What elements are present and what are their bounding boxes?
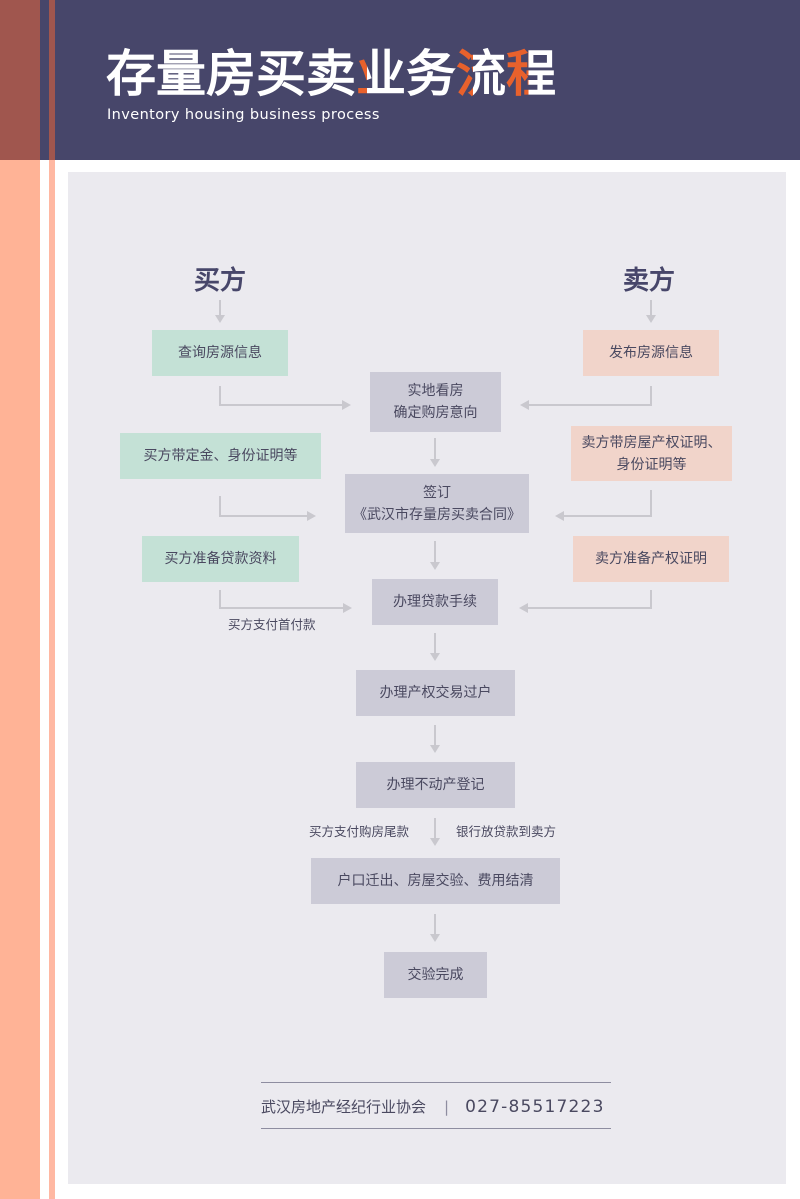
note-down-payment: 买方支付首付款 — [228, 617, 316, 632]
arrow-down-icon — [430, 562, 440, 570]
left-thin-stripe — [49, 0, 55, 1199]
header-banner: 存量房买卖业务流程 Inventory housing business pro… — [0, 0, 800, 160]
connector-line — [434, 818, 436, 839]
buyer-step-search-listings: 查询房源信息 — [152, 330, 288, 376]
center-step-title-transfer: 办理产权交易过户 — [356, 670, 515, 716]
footer-organization: 武汉房地产经纪行业协会 — [261, 1098, 427, 1116]
seller-step-prepare-cert: 卖方准备产权证明 — [573, 536, 729, 582]
connector-line — [564, 515, 652, 517]
step-label: 交验完成 — [407, 967, 464, 983]
title-accent-char: 程 — [506, 44, 556, 103]
arrow-right-icon — [307, 511, 316, 521]
connector-line — [219, 590, 221, 608]
footer-phone: 027-85517223 — [465, 1096, 605, 1117]
connector-line — [219, 607, 343, 609]
connector-line — [219, 300, 221, 316]
center-step-complete: 交验完成 — [384, 952, 487, 998]
header-thin-stripe-overlay — [49, 0, 55, 160]
step-label: 买方准备贷款资料 — [164, 551, 277, 567]
step-label-line2: 确定购房意向 — [393, 405, 478, 421]
arrow-down-icon — [430, 459, 440, 467]
connector-line — [219, 386, 221, 405]
arrow-down-icon — [430, 934, 440, 942]
center-step-handover: 户口迁出、房屋交验、费用结清 — [311, 858, 560, 904]
footer-contact: 武汉房地产经纪行业协会 | 027-85517223 — [261, 1096, 611, 1117]
arrow-down-icon — [430, 838, 440, 846]
step-label: 发布房源信息 — [609, 345, 693, 361]
left-decorative-stripe — [0, 0, 40, 1199]
seller-step-property-cert-id: 卖方带房屋产权证明、 身份证明等 — [571, 426, 732, 481]
step-label: 户口迁出、房屋交验、费用结清 — [337, 873, 534, 889]
step-label-line2: 身份证明等 — [616, 456, 687, 473]
footer-bottom-divider — [261, 1128, 611, 1129]
connector-line — [650, 386, 652, 405]
header-stripe-overlay — [0, 0, 40, 160]
arrow-left-icon — [519, 603, 528, 613]
connector-line — [434, 438, 436, 460]
arrow-down-icon — [215, 315, 225, 323]
connector-line — [650, 590, 652, 608]
center-step-sign-contract: 签订 《武汉市存量房买卖合同》 — [345, 474, 529, 533]
step-label: 办理不动产登记 — [386, 777, 485, 793]
arrow-down-icon — [646, 315, 656, 323]
connector-line — [434, 541, 436, 563]
step-label-line2: 《武汉市存量房买卖合同》 — [353, 506, 521, 523]
center-step-property-registration: 办理不动产登记 — [356, 762, 515, 808]
connector-line — [219, 404, 342, 406]
step-label: 买方带定金、身份证明等 — [143, 448, 298, 464]
title-accent-char: 业 — [356, 44, 406, 103]
connector-line — [529, 404, 652, 406]
title-accent-char: 流 — [456, 44, 506, 103]
arrow-left-icon — [555, 511, 564, 521]
step-label-line1: 签订 — [423, 484, 451, 501]
connector-line — [434, 725, 436, 746]
arrow-right-icon — [342, 400, 351, 410]
step-label: 办理贷款手续 — [393, 594, 477, 610]
arrow-down-icon — [430, 745, 440, 753]
arrow-left-icon — [520, 400, 529, 410]
connector-line — [650, 490, 652, 516]
step-label-line1: 卖方带房屋产权证明、 — [581, 434, 722, 451]
note-bank-loan: 银行放贷款到卖方 — [456, 824, 557, 839]
step-label-line1: 实地看房 — [407, 383, 464, 399]
buyer-step-loan-docs: 买方准备贷款资料 — [142, 536, 299, 582]
seller-label: 卖方 — [623, 266, 676, 296]
buyer-label: 买方 — [194, 266, 247, 296]
footer-separator: | — [444, 1097, 450, 1116]
title-main-text: 存量房买卖 — [106, 44, 356, 103]
page-title: 存量房买卖业务流程 — [106, 44, 556, 104]
buyer-step-deposit-id: 买方带定金、身份证明等 — [120, 433, 321, 479]
center-step-viewing: 实地看房 确定购房意向 — [370, 372, 501, 432]
arrow-right-icon — [343, 603, 352, 613]
note-final-payment: 买方支付购房尾款 — [309, 824, 410, 839]
center-step-loan-procedures: 办理贷款手续 — [372, 579, 498, 625]
step-label: 办理产权交易过户 — [379, 685, 492, 701]
arrow-down-icon — [430, 653, 440, 661]
connector-line — [528, 607, 652, 609]
connector-line — [219, 496, 221, 516]
connector-line — [650, 300, 652, 316]
seller-step-publish-listing: 发布房源信息 — [583, 330, 719, 376]
page-subtitle: Inventory housing business process — [107, 107, 380, 123]
connector-line — [219, 515, 307, 517]
connector-line — [434, 633, 436, 654]
connector-line — [434, 914, 436, 935]
step-label: 查询房源信息 — [178, 345, 262, 361]
step-label: 卖方准备产权证明 — [595, 551, 707, 567]
title-char: 务 — [406, 44, 456, 103]
footer-top-divider — [261, 1082, 611, 1083]
